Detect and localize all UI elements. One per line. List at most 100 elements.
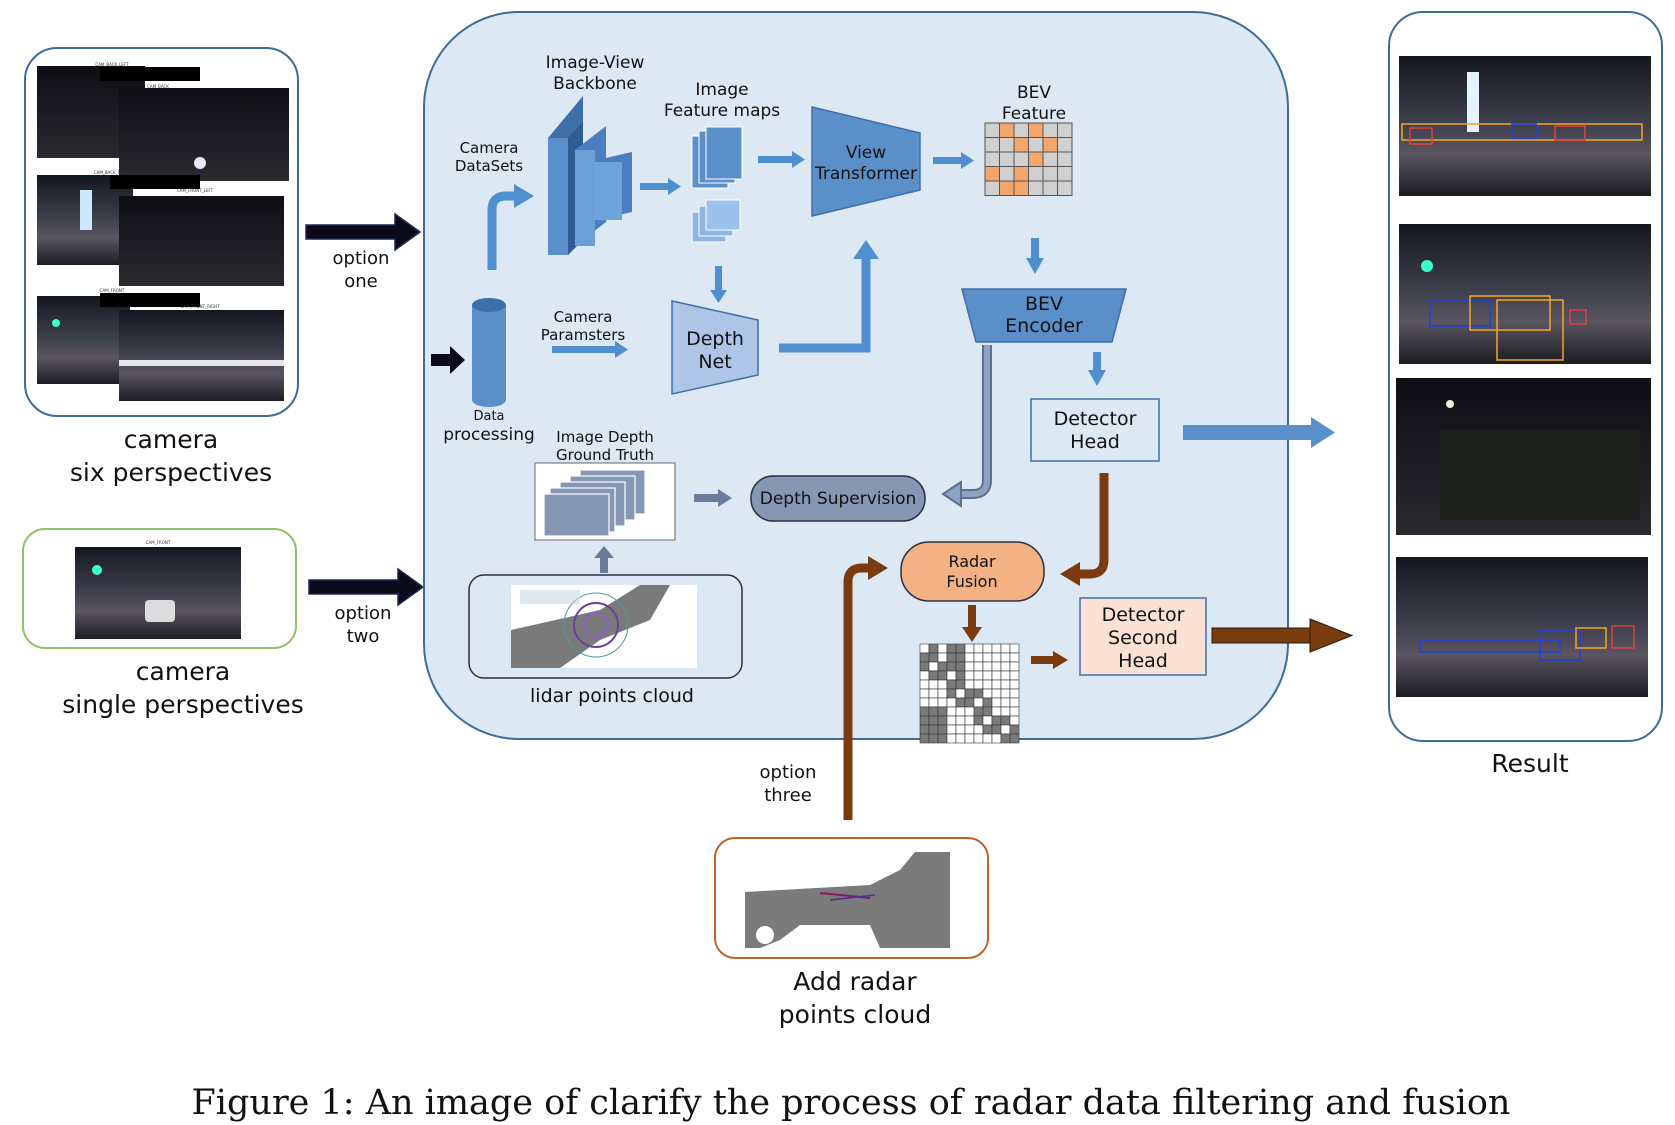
fused-grid-cell [964,724,975,735]
fused-grid-cell [955,670,966,681]
fused-grid-cell [928,670,939,681]
fused-grid-cell [1000,643,1011,654]
six-camera-label-2: six perspectives [70,458,272,487]
result-image-4 [1396,557,1648,697]
depth-gt-label-1: Image Depth [556,428,653,446]
data-processing-label-2: processing [443,425,535,445]
fused-grid-cell [973,679,984,690]
fused-grid-cell [928,661,939,672]
image-view-backbone [548,96,632,255]
bev-grid-cell [1042,166,1058,182]
bev-grid-cell [984,137,1000,153]
thumb-caption: CAM_FRONT_LEFT [177,188,214,193]
fused-grid-cell [919,652,930,663]
fused-grid-cell [982,652,993,663]
six-camera-panel [24,47,299,417]
thumb-caption: CAM_BACK [147,84,169,89]
fused-grid-cell [1009,679,1020,690]
fused-grid-cell [991,679,1002,690]
bev-grid-cell [1013,122,1029,138]
result-label: Result [1491,749,1568,778]
bev-to-encoder-arrow [1026,238,1044,274]
fused-grid-cell [973,706,984,717]
bev-grid-cell [1057,137,1073,153]
fused-grid-cell [964,706,975,717]
second-head-label-3: Head [1118,650,1168,672]
thumb-single-front [75,547,241,639]
fused-grid-cell [955,679,966,690]
fused-grid-cell [919,670,930,681]
fused-grid-cell [973,670,984,681]
fused-grid-cell [991,715,1002,726]
fused-grid-cell [955,697,966,708]
bev-grid-cell [1042,180,1058,196]
fused-grid-cell [991,697,1002,708]
grid-to-second-head-arrow [1031,651,1068,669]
fused-grid-cell [928,697,939,708]
view-transformer-label-2: Transformer [814,164,917,184]
fused-grid-cell [973,733,984,744]
option-three-label-1: option [760,762,817,783]
fused-grid-cell [928,733,939,744]
fused-grid-cell [919,706,930,717]
data-processing-label-1: Data [473,409,504,424]
fused-grid-cell [946,670,957,681]
option-one-label-1: option [333,248,390,269]
camera-params-label-1: Camera [554,308,613,326]
fused-grid-cell [1000,724,1011,735]
fused-grid-cell [1009,724,1020,735]
bev-grid-cell [1013,180,1029,196]
fused-grid-cell [919,661,930,672]
fused-grid-cell [946,643,957,654]
encoder-to-head-arrow [1088,352,1106,386]
fused-grid-cell [946,697,957,708]
fused-grid-cell [937,661,948,672]
feature-maps-stack [691,126,743,243]
bev-grid-cell [1028,151,1044,167]
fused-grid-cell [928,652,939,663]
option-three-label-2: three [764,785,812,806]
fused-grid-cell [955,733,966,744]
thumb-caption: CAM_BACK_RIGHT [94,170,131,175]
fused-grid-cell [928,643,939,654]
fused-grid-cell [1000,661,1011,672]
thumb-front-left [119,196,284,286]
fused-grid-cell [946,679,957,690]
fused-grid-cell [1009,715,1020,726]
option-one-arrow [305,212,422,252]
detector-head-block [1030,398,1160,462]
radar-panel [714,837,989,959]
transformer-to-bev-arrow [933,152,974,169]
feature-maps-label-2: Feature maps [664,101,780,121]
fused-grid-cell [982,697,993,708]
fused-grid-cell [919,643,930,654]
fused-grid-cell [964,670,975,681]
depth-net-label-1: Depth [686,328,744,350]
depth-supervision-block [750,475,926,522]
option-two-label-1: option [335,603,392,624]
fusion-to-grid-arrow [962,605,982,642]
fused-grid-cell [982,688,993,699]
fused-grid-cell [973,688,984,699]
bev-grid-cell [1042,151,1058,167]
fused-grid-cell [946,661,957,672]
fused-grid-cell [982,661,993,672]
fused-grid-cell [1009,670,1020,681]
depth-gt-label-2: Ground Truth [556,446,654,464]
single-camera-label-1: camera [136,657,230,686]
fused-grid-cell [991,688,1002,699]
option-one-label-2: one [344,271,378,292]
bev-grid-cell [999,166,1015,182]
depth-ground-truth [534,462,676,541]
lidar-panel [468,574,743,679]
radar-label-2: points cloud [779,1000,931,1029]
fused-grid-cell [937,643,948,654]
fused-grid-cell [1009,733,1020,744]
thumb-front [37,296,130,384]
bev-grid-cell [1028,180,1044,196]
view-transformer-block [811,106,921,217]
bev-grid-cell [1013,151,1029,167]
camera-datasets-label-1: Camera [460,139,519,157]
backbone-label-1: Image-View [546,53,645,73]
